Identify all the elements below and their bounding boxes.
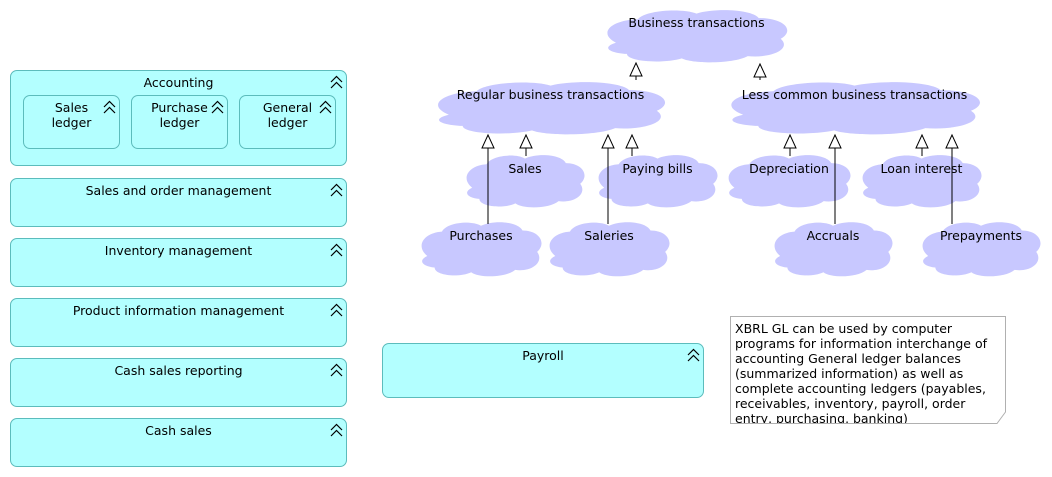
sales-ledger-function[interactable]: Sales ledger [23,95,120,149]
chevron-up-icon [330,363,343,377]
paying-bills-to-regular-connector [625,133,639,156]
loan-interest-label: Loan interest [880,161,963,176]
cash-sales-reporting-label: Cash sales reporting [114,363,243,378]
cash-sales-function[interactable]: Cash sales [10,418,347,467]
sales-event-label: Sales [508,161,542,176]
chevron-up-icon [330,423,343,437]
payroll-function[interactable]: Payroll [382,343,704,398]
product-info-function[interactable]: Product information management [10,298,347,347]
less-common-to-business-connector [753,62,767,80]
sales-to-regular-connector [519,133,533,156]
regular-to-business-connector [629,61,643,80]
depreciation-to-less-common-connector [783,133,797,156]
sales-ledger-label: Sales ledger [51,100,92,130]
accruals-to-less-common-connector [828,133,842,224]
cash-sales-reporting-function[interactable]: Cash sales reporting [10,358,347,407]
chevron-up-icon [319,100,332,114]
saleries-label: Saleries [584,228,634,243]
payroll-label: Payroll [522,348,564,363]
purchases-label: Purchases [449,228,513,243]
prepayments-label: Prepayments [939,228,1023,243]
inventory-function[interactable]: Inventory management [10,238,347,287]
cash-sales-label: Cash sales [145,423,212,438]
prepayments-to-less-common-connector [945,133,959,224]
chevron-up-icon [330,243,343,257]
chevron-up-icon [103,100,116,114]
chevron-up-icon [330,75,343,89]
accruals-label: Accruals [806,228,860,243]
sales-order-label: Sales and order management [85,183,272,198]
accounting-function[interactable]: Accounting Sales ledger Purchase ledger … [10,70,347,166]
accounting-label: Accounting [143,75,214,90]
business-transactions-label: Business transactions [628,15,765,30]
chevron-up-icon [211,100,224,114]
chevron-up-icon [330,183,343,197]
general-ledger-function[interactable]: General ledger [239,95,336,149]
note-shape [730,316,1006,424]
depreciation-label: Depreciation [749,161,829,176]
product-info-label: Product information management [72,303,285,318]
chevron-up-icon [330,303,343,317]
purchase-ledger-label: Purchase ledger [151,100,208,130]
general-ledger-label: General ledger [262,100,313,130]
saleries-to-regular-connector [601,133,615,224]
chevron-up-icon [687,348,700,362]
note-text: XBRL GL can be used by computer programs… [735,321,987,423]
loan-interest-to-less-common-connector [915,133,929,156]
less-common-transactions-label: Less common business transactions [741,87,968,102]
purchase-ledger-function[interactable]: Purchase ledger [131,95,228,149]
inventory-label: Inventory management [104,243,253,258]
purchases-to-regular-connector [481,133,495,224]
sales-order-function[interactable]: Sales and order management [10,178,347,227]
regular-transactions-label: Regular business transactions [456,87,645,102]
xbrl-note: XBRL GL can be used by computer programs… [731,317,1005,423]
paying-bills-label: Paying bills [622,161,693,176]
